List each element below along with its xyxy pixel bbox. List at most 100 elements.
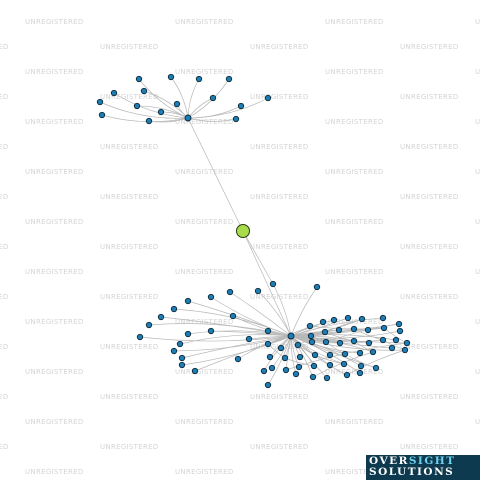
- network-node[interactable]: [234, 355, 242, 363]
- network-node[interactable]: [307, 332, 315, 340]
- watermark-text: UNREGISTERED: [475, 318, 480, 326]
- network-node[interactable]: [364, 326, 372, 334]
- watermark-text: UNREGISTERED: [475, 268, 480, 276]
- network-node[interactable]: [264, 327, 272, 335]
- network-node[interactable]: [184, 297, 192, 305]
- network-node[interactable]: [380, 324, 388, 332]
- network-node[interactable]: [145, 117, 153, 125]
- network-node[interactable]: [170, 305, 178, 313]
- network-node[interactable]: [356, 349, 364, 357]
- network-node[interactable]: [392, 336, 400, 344]
- watermark-text: UNREGISTERED: [175, 168, 234, 176]
- network-node[interactable]: [372, 364, 380, 372]
- network-node[interactable]: [254, 287, 262, 295]
- network-node[interactable]: [157, 108, 165, 116]
- network-node[interactable]: [323, 374, 331, 382]
- network-node[interactable]: [245, 335, 253, 343]
- network-node[interactable]: [356, 369, 364, 377]
- network-node[interactable]: [282, 366, 290, 374]
- network-node[interactable]: [207, 293, 215, 301]
- network-node[interactable]: [178, 354, 186, 362]
- network-node[interactable]: [335, 326, 343, 334]
- network-node[interactable]: [96, 98, 104, 106]
- network-node[interactable]: [350, 325, 358, 333]
- network-node[interactable]: [135, 75, 143, 83]
- network-node[interactable]: [313, 283, 321, 291]
- network-node[interactable]: [296, 353, 304, 361]
- edge: [309, 325, 385, 330]
- network-node[interactable]: [133, 102, 141, 110]
- watermark-text: UNREGISTERED: [25, 18, 84, 26]
- watermark-text: UNREGISTERED: [175, 18, 234, 26]
- network-node[interactable]: [309, 373, 317, 381]
- network-node[interactable]: [178, 361, 186, 369]
- network-node[interactable]: [110, 89, 118, 97]
- network-node[interactable]: [225, 75, 233, 83]
- network-node[interactable]: [145, 321, 153, 329]
- edge: [187, 117, 244, 232]
- network-node[interactable]: [294, 341, 302, 349]
- network-node[interactable]: [350, 337, 358, 345]
- network-node[interactable]: [330, 316, 338, 324]
- network-node[interactable]: [98, 111, 106, 119]
- network-node[interactable]: [269, 280, 277, 288]
- network-node[interactable]: [311, 351, 319, 359]
- network-node[interactable]: [195, 75, 203, 83]
- network-node[interactable]: [264, 381, 272, 389]
- network-node[interactable]: [322, 338, 330, 346]
- network-node[interactable]: [295, 363, 303, 371]
- network-node[interactable]: [281, 354, 289, 362]
- network-node[interactable]: [237, 102, 245, 110]
- network-node[interactable]: [319, 318, 327, 326]
- network-node[interactable]: [264, 94, 272, 102]
- network-node[interactable]: [226, 288, 234, 296]
- network-node[interactable]: [266, 353, 274, 361]
- network-node[interactable]: [379, 336, 387, 344]
- network-node[interactable]: [232, 115, 240, 123]
- network-node[interactable]: [140, 87, 148, 95]
- network-node[interactable]: [326, 351, 334, 359]
- watermark-text: UNREGISTERED: [325, 468, 384, 476]
- network-node[interactable]: [306, 322, 314, 330]
- network-node[interactable]: [403, 339, 411, 347]
- watermark-text: UNREGISTERED: [400, 293, 459, 301]
- network-node[interactable]: [277, 344, 285, 352]
- network-node[interactable]: [229, 312, 237, 320]
- network-node[interactable]: [321, 328, 329, 336]
- network-node[interactable]: [173, 100, 181, 108]
- network-node[interactable]: [395, 320, 403, 328]
- network-node[interactable]: [170, 347, 178, 355]
- network-node[interactable]: [268, 364, 276, 372]
- network-node[interactable]: [184, 330, 192, 338]
- network-node[interactable]: [388, 344, 396, 352]
- network-node[interactable]: [136, 333, 144, 341]
- watermark-text: UNREGISTERED: [0, 293, 9, 301]
- network-node[interactable]: [396, 327, 404, 335]
- network-node[interactable]: [157, 313, 165, 321]
- network-node[interactable]: [357, 362, 365, 370]
- network-node[interactable]: [401, 346, 409, 354]
- network-node[interactable]: [336, 339, 344, 347]
- network-node[interactable]: [369, 348, 377, 356]
- network-node[interactable]: [340, 360, 348, 368]
- highlighted-node[interactable]: [236, 224, 250, 238]
- network-node[interactable]: [341, 350, 349, 358]
- network-node[interactable]: [310, 362, 318, 370]
- network-node[interactable]: [358, 315, 366, 323]
- network-node[interactable]: [176, 340, 184, 348]
- network-node[interactable]: [365, 339, 373, 347]
- network-node[interactable]: [326, 361, 334, 369]
- network-node[interactable]: [260, 367, 268, 375]
- network-node[interactable]: [264, 340, 272, 348]
- network-node[interactable]: [207, 327, 215, 335]
- network-node[interactable]: [191, 367, 199, 375]
- network-node[interactable]: [379, 314, 387, 322]
- network-node[interactable]: [167, 73, 175, 81]
- network-node[interactable]: [209, 94, 217, 102]
- top-cluster-hub-node[interactable]: [184, 114, 192, 122]
- network-node[interactable]: [308, 338, 316, 346]
- network-node[interactable]: [343, 371, 351, 379]
- network-node[interactable]: [344, 314, 352, 322]
- bottom-cluster-hub-node[interactable]: [287, 332, 295, 340]
- network-node[interactable]: [292, 370, 300, 378]
